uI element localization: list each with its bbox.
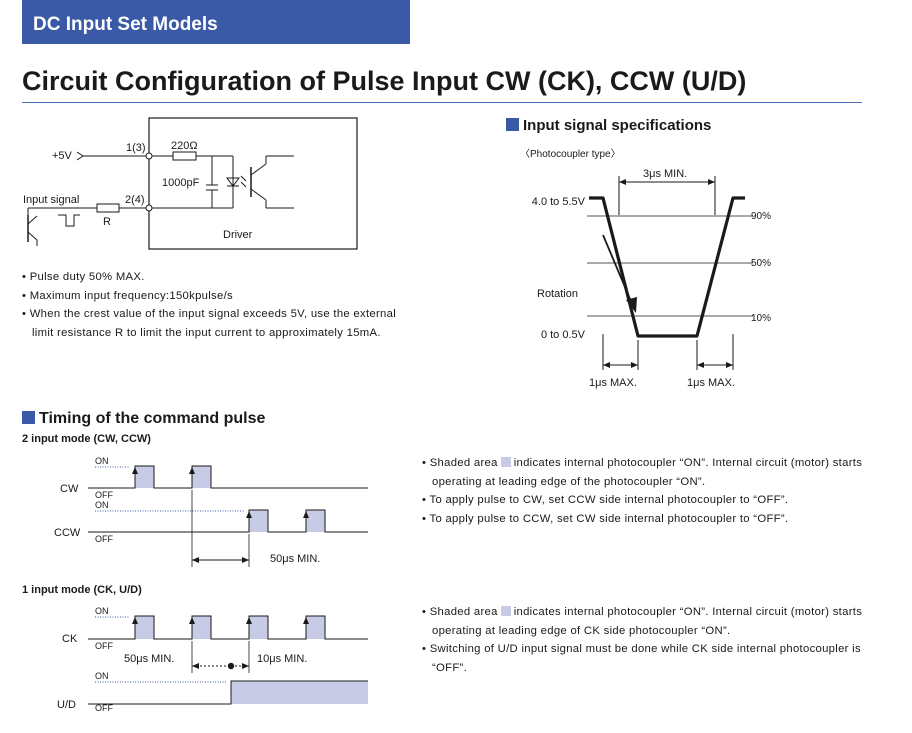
min10-label: 10μs MIN. — [257, 653, 307, 665]
pin2-label: 2(4) — [125, 194, 145, 206]
timing-diagram-1-input: ON CK OFF 50μs MIN. 10μs MIN. ON U/D OFF — [57, 606, 368, 713]
circuit-notes: Pulse duty 50% MAX. Maximum input freque… — [22, 268, 397, 342]
pin1-label: 1(3) — [126, 142, 146, 154]
band-title: DC Input Set Models — [33, 14, 218, 35]
low-voltage-label: 0 to 0.5V — [541, 329, 586, 341]
p90-label: 90% — [751, 211, 771, 222]
ck-off-label: OFF — [95, 641, 113, 651]
ccw-off-label: OFF — [95, 534, 113, 544]
ccw-label: CCW — [54, 527, 81, 539]
high-voltage-label: 4.0 to 5.5V — [532, 196, 586, 208]
input-signal-label: Input signal — [23, 194, 79, 206]
shade-swatch — [500, 457, 511, 467]
plus5v-label: +5V — [52, 150, 73, 162]
resistor-label: 220Ω — [171, 140, 198, 152]
capacitor-label: 1000pF — [162, 177, 200, 189]
square-bullet-icon — [506, 118, 519, 131]
cw-on-label: ON — [95, 456, 109, 466]
ud-label: U/D — [57, 699, 76, 711]
ck-label: CK — [62, 633, 78, 645]
note-crest: When the crest value of the input signal… — [22, 305, 397, 342]
max1-right-label: 1μs MAX. — [687, 377, 735, 389]
ck-on-label: ON — [95, 606, 109, 616]
page-title: Circuit Configuration of Pulse Input CW … — [22, 66, 747, 96]
note-ud: Switching of U/D input signal must be do… — [422, 640, 872, 677]
min3-label: 3μs MIN. — [643, 168, 687, 180]
note-frequency: Maximum input frequency:150kpulse/s — [22, 287, 397, 306]
photocoupler-type-label: 〈Photocoupler type〉 — [520, 148, 621, 160]
timing-heading: Timing of the command pulse — [22, 410, 265, 428]
input-signal-waveform: 〈Photocoupler type〉 3μs MIN. 4.0 to 5.5V… — [520, 148, 771, 389]
mode1-label: 1 input mode (CK, U/D) — [22, 584, 142, 596]
cw-off-label: OFF — [95, 490, 113, 500]
min50-ck-label: 50μs MIN. — [124, 653, 174, 665]
ccw-on-label: ON — [95, 500, 109, 510]
title-rule — [22, 102, 862, 103]
p50-label: 50% — [751, 258, 771, 269]
timing-diagram-2-input: ON CW OFF ON CCW OFF 50μs MIN. — [54, 456, 368, 567]
min50-label: 50μs MIN. — [270, 553, 320, 565]
ud-on-label: ON — [95, 671, 109, 681]
cw-label: CW — [60, 483, 79, 495]
rotation-label: Rotation — [537, 288, 578, 300]
mode2-label: 2 input mode (CW, CCW) — [22, 433, 151, 445]
note-duty: Pulse duty 50% MAX. — [22, 268, 397, 287]
note-cw: To apply pulse to CW, set CCW side inter… — [422, 491, 872, 510]
circuit-diagram: +5V 1(3) 220Ω 1000pF 2(4) Input signal R… — [23, 117, 358, 250]
spec-heading: Input signal specifications — [506, 117, 711, 134]
r-label: R — [103, 216, 111, 228]
note-ccw: To apply pulse to CCW, set CW side inter… — [422, 510, 872, 529]
p10-label: 10% — [751, 313, 771, 324]
shade-swatch — [500, 606, 511, 616]
max1-left-label: 1μs MAX. — [589, 377, 637, 389]
ud-off-label: OFF — [95, 703, 113, 713]
square-bullet-icon — [22, 411, 35, 424]
driver-label: Driver — [223, 229, 253, 241]
section-band: DC Input Set Models — [22, 0, 410, 44]
